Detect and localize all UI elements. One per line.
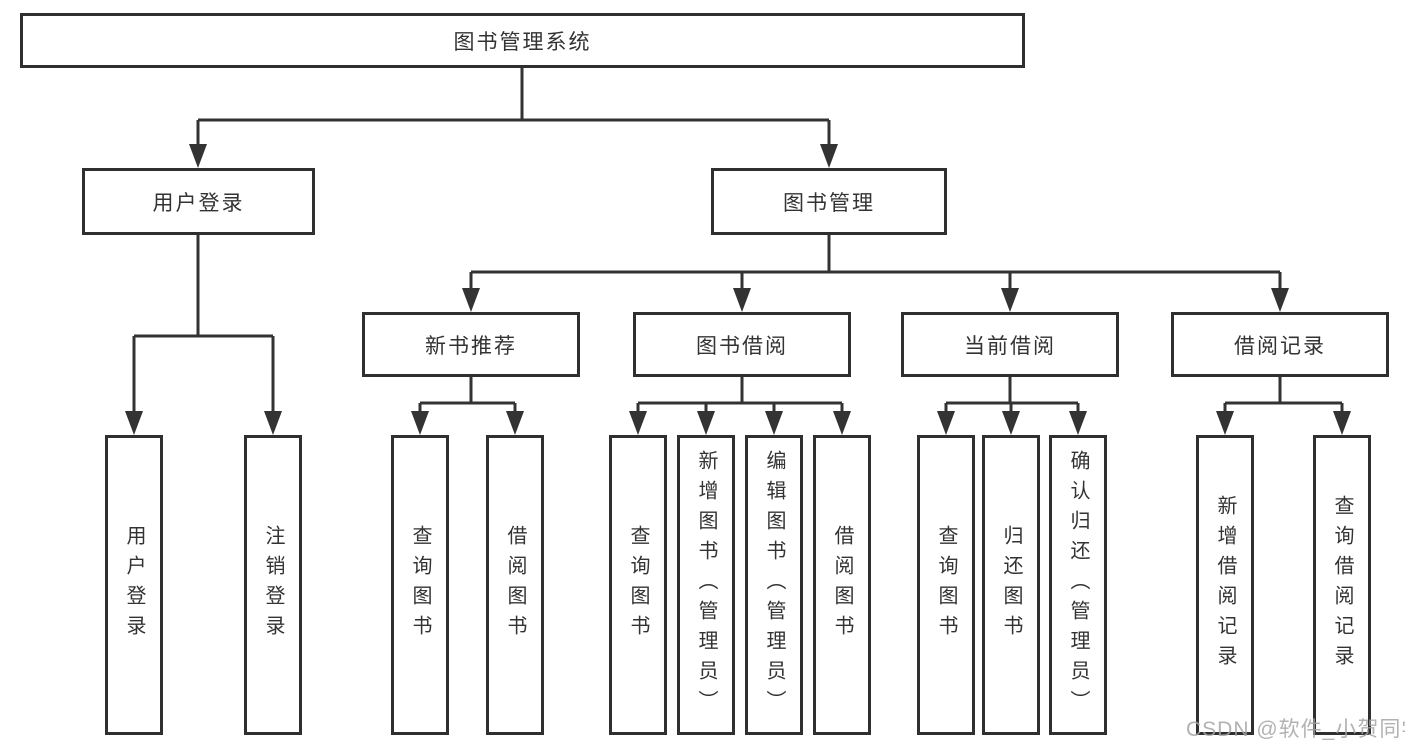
node-leaf-add-books-admin-label: 新增图书（管理员） xyxy=(695,450,717,720)
node-root: 图书管理系统 xyxy=(20,13,1025,68)
node-leaf-user-login: 用户登录 xyxy=(105,435,163,735)
node-book-borrow-label: 图书借阅 xyxy=(696,334,788,358)
node-leaf-logout-label: 注销登录 xyxy=(262,525,284,645)
node-leaf-query-books-2: 查询图书 xyxy=(609,435,667,735)
node-leaf-borrow-books-1-label: 借阅图书 xyxy=(504,525,526,645)
node-leaf-confirm-return-admin-label: 确认归还（管理员） xyxy=(1067,450,1089,720)
node-root-label: 图书管理系统 xyxy=(453,30,592,54)
node-leaf-borrow-books-1: 借阅图书 xyxy=(486,435,544,735)
node-book-management: 图书管理 xyxy=(711,168,947,235)
node-leaf-user-login-label: 用户登录 xyxy=(123,525,145,645)
node-leaf-return-books-label: 归还图书 xyxy=(1000,525,1022,645)
node-current-borrow-label: 当前借阅 xyxy=(964,334,1056,358)
node-leaf-logout: 注销登录 xyxy=(244,435,302,735)
node-leaf-borrow-books-2-label: 借阅图书 xyxy=(831,525,853,645)
node-leaf-query-books-2-label: 查询图书 xyxy=(627,525,649,645)
node-leaf-query-borrow-record-label: 查询借阅记录 xyxy=(1331,495,1353,675)
node-leaf-edit-books-admin: 编辑图书（管理员） xyxy=(745,435,803,735)
node-leaf-return-books: 归还图书 xyxy=(982,435,1040,735)
node-borrow-records-label: 借阅记录 xyxy=(1234,334,1326,358)
connector-book-management xyxy=(462,235,1289,312)
connector-borrow-records xyxy=(1216,377,1351,435)
node-leaf-query-books-1: 查询图书 xyxy=(391,435,449,735)
connector-user-login xyxy=(125,235,282,435)
node-new-book-recommend: 新书推荐 xyxy=(362,312,580,377)
node-leaf-edit-books-admin-label: 编辑图书（管理员） xyxy=(763,450,785,720)
node-user-login-label: 用户登录 xyxy=(152,191,245,215)
connector-current-borrow xyxy=(937,377,1087,435)
node-new-book-recommend-label: 新书推荐 xyxy=(425,334,517,358)
node-current-borrow: 当前借阅 xyxy=(901,312,1119,377)
connector-root xyxy=(189,68,838,168)
node-leaf-borrow-books-2: 借阅图书 xyxy=(813,435,871,735)
node-leaf-query-books-3: 查询图书 xyxy=(917,435,975,735)
connector-new-book xyxy=(411,377,524,435)
node-leaf-query-books-1-label: 查询图书 xyxy=(409,525,431,645)
node-borrow-records: 借阅记录 xyxy=(1171,312,1389,377)
watermark: CSDN @软件_小贺同学 xyxy=(1186,718,1405,741)
node-leaf-query-books-3-label: 查询图书 xyxy=(935,525,957,645)
node-user-login: 用户登录 xyxy=(82,168,315,235)
node-leaf-confirm-return-admin: 确认归还（管理员） xyxy=(1049,435,1107,735)
node-leaf-add-borrow-record: 新增借阅记录 xyxy=(1196,435,1254,735)
node-book-management-label: 图书管理 xyxy=(783,191,875,215)
node-leaf-add-books-admin: 新增图书（管理员） xyxy=(677,435,735,735)
node-leaf-add-borrow-record-label: 新增借阅记录 xyxy=(1214,495,1236,675)
node-book-borrow: 图书借阅 xyxy=(633,312,851,377)
node-leaf-query-borrow-record: 查询借阅记录 xyxy=(1313,435,1371,735)
connector-book-borrow xyxy=(629,377,851,435)
